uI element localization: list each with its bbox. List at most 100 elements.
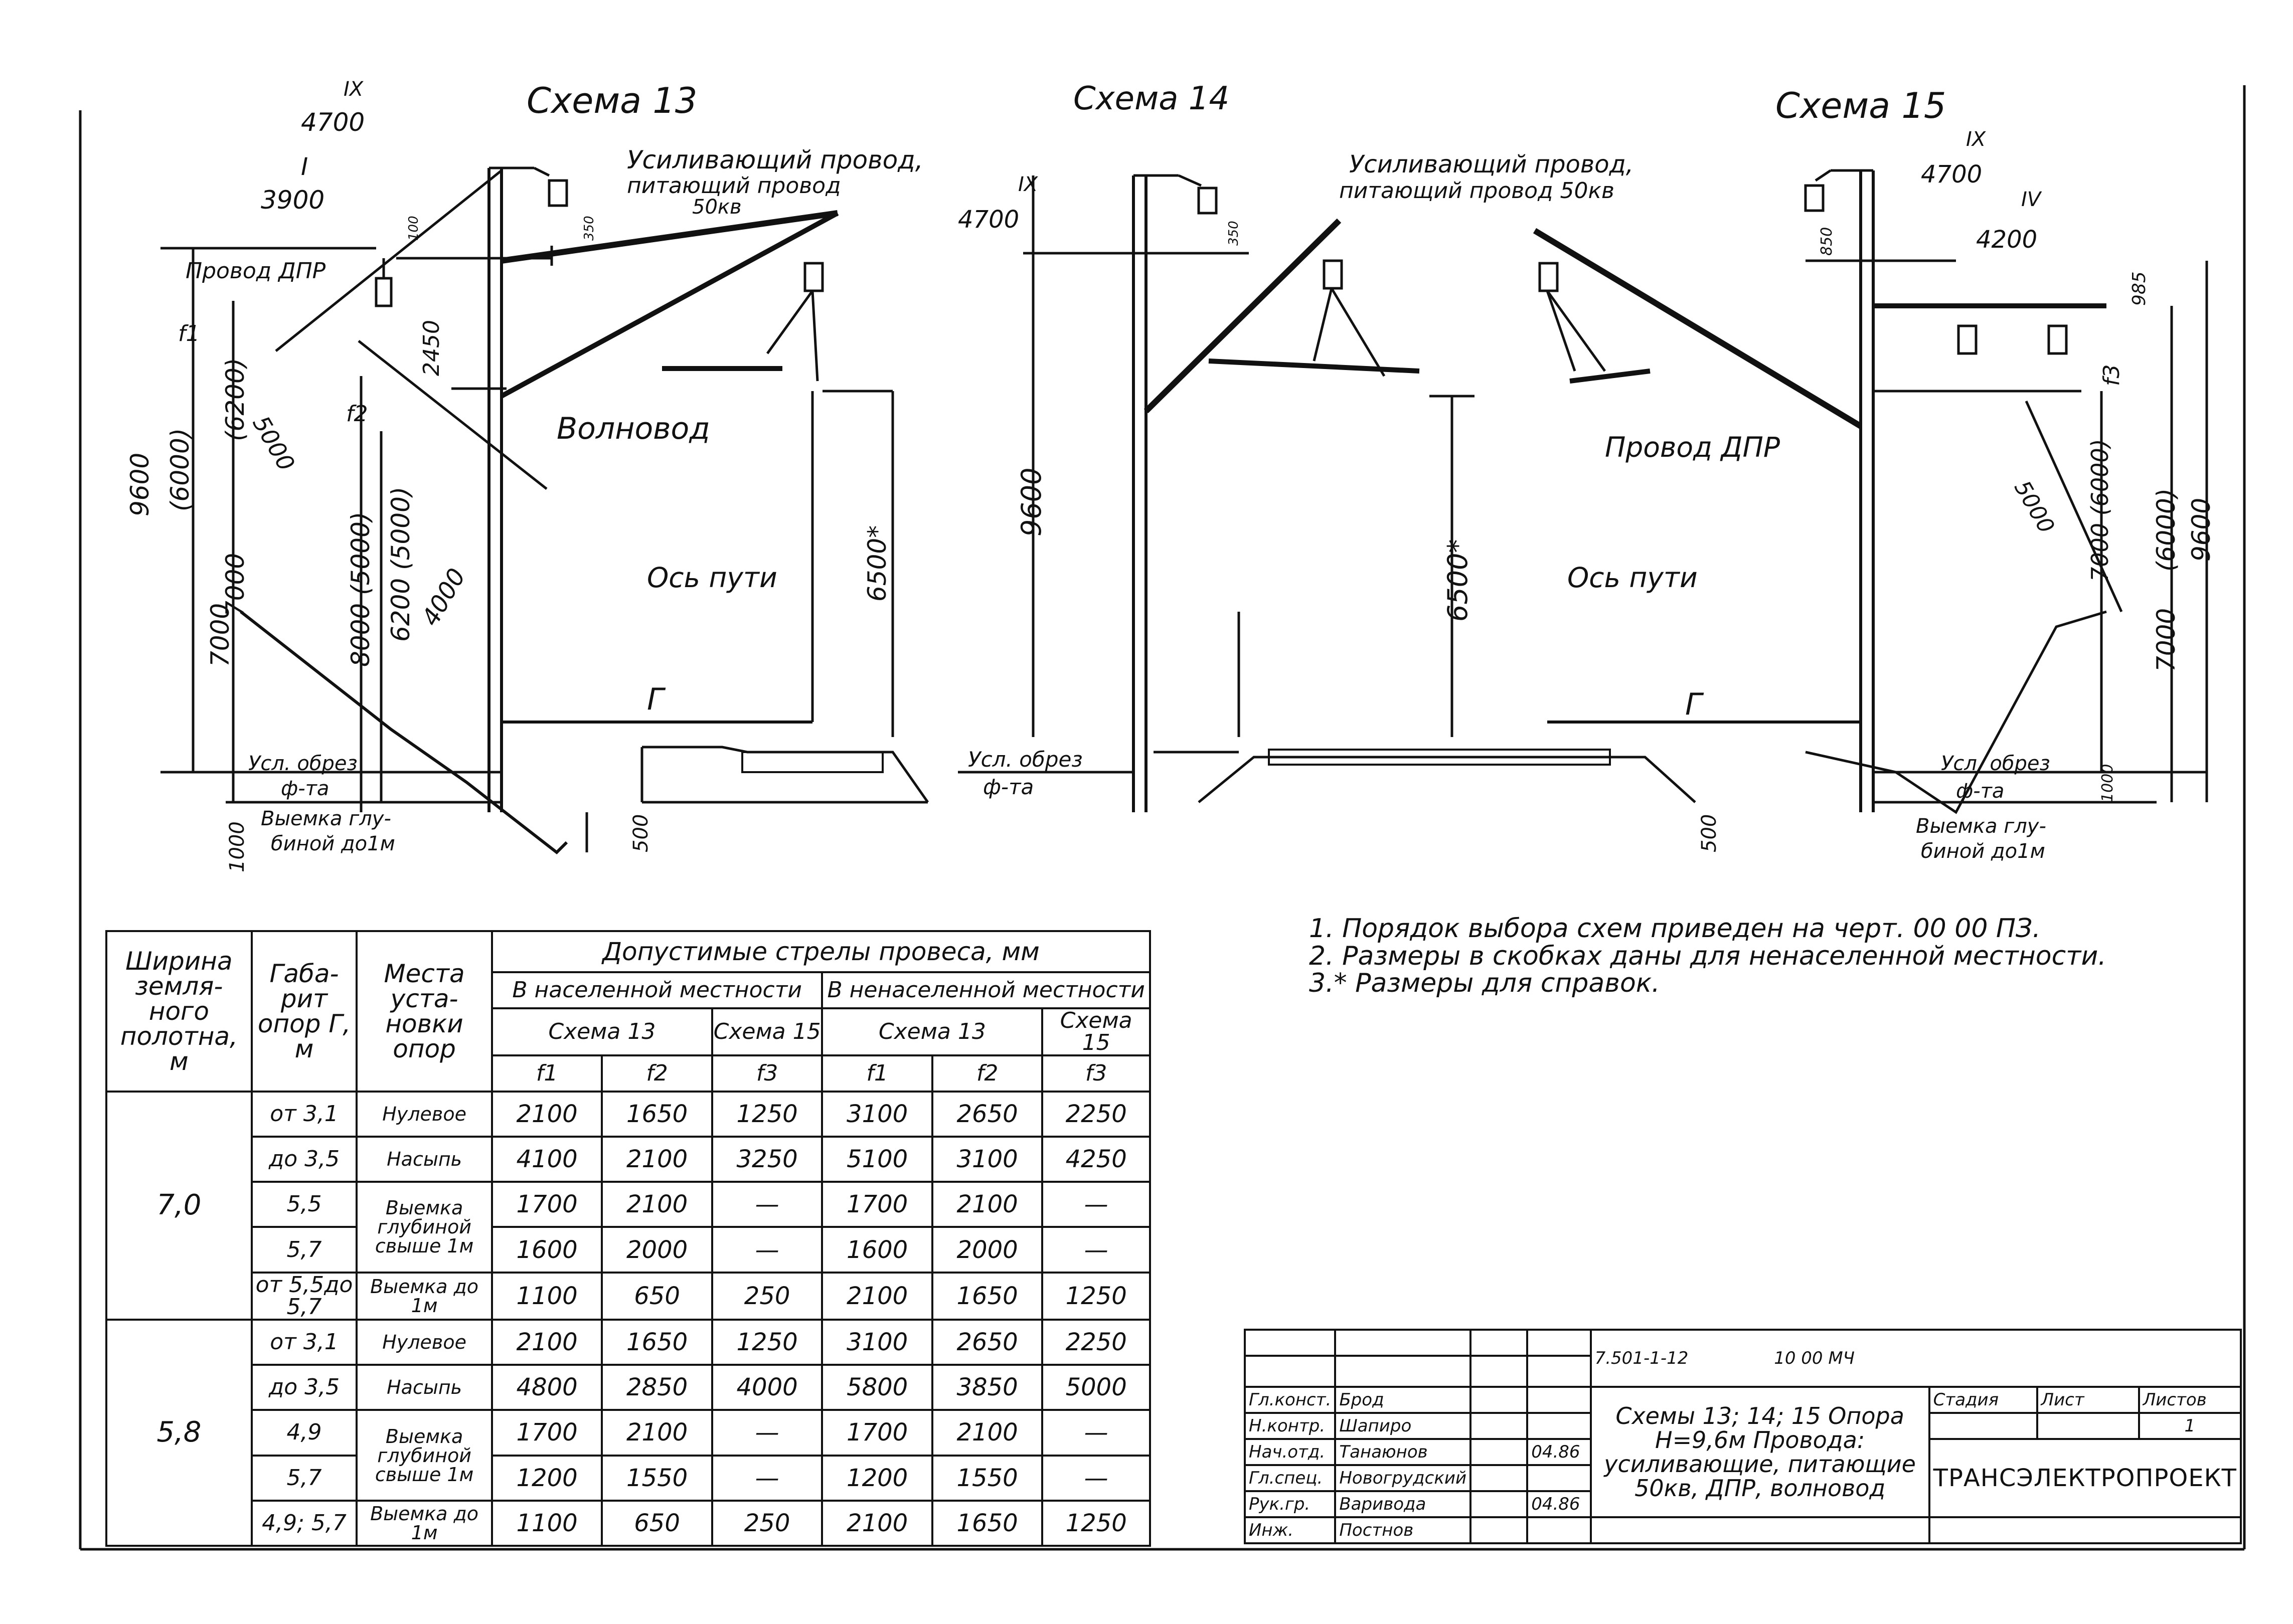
s13-waveguide: Волновод — [557, 411, 710, 446]
s13-f2: f2 — [346, 401, 368, 427]
name-4: Варивода — [1334, 1490, 1472, 1518]
s15-d7000b: 7000 (6000) — [2086, 439, 2113, 582]
s13-frac-num: IX — [344, 78, 364, 101]
name-0: Брод — [1334, 1386, 1472, 1414]
lists-count: 1 — [2138, 1412, 2242, 1440]
cell-gabarit: от 3,1 — [250, 1090, 358, 1138]
s13-d2450: 2450 — [419, 320, 444, 376]
s13-track-axis: Ось пути — [647, 562, 777, 594]
s13-d6200: (6200) — [221, 357, 250, 441]
cell-value: 2100 — [601, 1409, 713, 1457]
th-allowed: Допустимые стрелы провеса, мм — [490, 930, 1152, 973]
cell-value: 4100 — [490, 1136, 603, 1183]
note-3: 3.* Размеры для справок. — [1309, 968, 1660, 999]
cell-value: 1600 — [490, 1226, 603, 1274]
role-4: Рук.гр. — [1243, 1490, 1337, 1518]
cell-value: 1250 — [1041, 1271, 1151, 1321]
cell-value: 250 — [711, 1499, 824, 1547]
s13-dpr: Провод ДПР — [186, 258, 326, 284]
cell-value: 1250 — [1041, 1499, 1151, 1547]
scheme-14-title: Схема 14 — [1073, 80, 1230, 117]
cell-place: Нулевое — [356, 1090, 493, 1138]
cell-value: 5100 — [821, 1136, 933, 1183]
role-0: Гл.конст. — [1243, 1386, 1337, 1414]
cell-value: 3250 — [711, 1136, 824, 1183]
s15-frac-den: 4700 — [1921, 160, 1983, 189]
cell-gabarit: 4,9 — [250, 1409, 358, 1457]
cell-value: 2250 — [1041, 1090, 1151, 1138]
th-populated: В населенной местности — [490, 971, 824, 1009]
cell-value: — — [711, 1454, 824, 1502]
th-place: Места уста-новки опор — [356, 930, 493, 1093]
cell-value: 4800 — [490, 1364, 603, 1411]
s15-d985: 985 — [2129, 271, 2150, 306]
drawing-code: 7.501-1-12 10 00 МЧ — [1589, 1328, 2242, 1388]
name-1: Шапиро — [1334, 1412, 1472, 1440]
s14-reinforcing: Усиливающий провод, — [1349, 150, 1633, 178]
cell-value: 650 — [601, 1271, 713, 1321]
cell-value: 2100 — [490, 1318, 603, 1366]
role-3: Гл.спец. — [1243, 1464, 1337, 1493]
cell-value: 1250 — [711, 1318, 824, 1366]
scheme-13-title: Схема 13 — [527, 80, 698, 121]
cell-value: 1550 — [601, 1454, 713, 1502]
s15-frac-num: IX — [1966, 128, 1986, 151]
th-s15-unpop: Схема 15 — [1041, 1007, 1151, 1057]
s13-d9600: 9600 — [125, 452, 154, 516]
cell-value: 1700 — [490, 1409, 603, 1457]
cell-value: 1250 — [711, 1090, 824, 1138]
cell-value: 3100 — [821, 1318, 933, 1366]
s14-d6500: 6500* — [1442, 539, 1473, 622]
title-block: 7.501-1-12 10 00 МЧ Гл.конст. Брод Схемы… — [1243, 1328, 2242, 1545]
s14-d500: 500 — [1698, 814, 1721, 852]
scheme-15 — [1533, 169, 2208, 814]
cell-value: 650 — [601, 1499, 713, 1547]
cell-value: 1650 — [601, 1090, 713, 1138]
cell-value: — — [1041, 1226, 1151, 1274]
s13-d6000: (6000) — [166, 428, 195, 511]
s13-d8000: 8000 (5000) — [346, 511, 375, 667]
s13-reinforcing: Усиливающий провод, — [627, 145, 923, 174]
s13-base2: ф-та — [281, 777, 330, 800]
role-1: Н.контр. — [1243, 1412, 1337, 1440]
drawing-title: Схемы 13; 14; 15 Опора Н=9,6м Провода: у… — [1589, 1386, 1930, 1518]
s15-d850: 850 — [1818, 227, 1836, 256]
cell-value: 3850 — [931, 1364, 1044, 1411]
cell-value: 2850 — [601, 1364, 713, 1411]
s13-frac-den: 4700 — [301, 108, 365, 137]
cell-value: 1200 — [490, 1454, 603, 1502]
s14-base: Усл. обрез — [968, 747, 1083, 772]
s14-gamma: Г — [1685, 687, 1702, 722]
s13-d1000: 1000 — [226, 821, 249, 872]
s15-cut: Выемка глу- — [1916, 815, 2046, 838]
cell-value: 1600 — [821, 1226, 933, 1274]
s15-d7000: 7000 — [2152, 608, 2181, 672]
organization: ТРАНСЭЛЕКТРОПРОЕКТ — [1928, 1438, 2242, 1518]
cell-value: 1700 — [821, 1181, 933, 1228]
drawing-sheet-code: 10 00 МЧ — [1774, 1348, 1855, 1369]
th-width: Ширина земля-ного полотна, м — [105, 930, 253, 1093]
s14-track-axis: Ось пути — [1567, 562, 1698, 594]
cell-value: 2100 — [821, 1271, 933, 1321]
cell-gabarit: 5,5 — [250, 1181, 358, 1228]
th-s15-pop: Схема 15 — [711, 1007, 824, 1057]
cell-value: 2100 — [931, 1181, 1044, 1228]
cell-value: 1700 — [490, 1181, 603, 1228]
s15-dpr: Провод ДПР — [1605, 431, 1780, 463]
cell-value: 1650 — [601, 1318, 713, 1366]
date-1 — [1526, 1412, 1592, 1440]
s13-d500: 500 — [629, 814, 652, 852]
cell-place: Насыпь — [356, 1136, 493, 1183]
cell-value: 2100 — [601, 1136, 713, 1183]
cell-value: 1100 — [490, 1271, 603, 1321]
cell-place: Выемка до 1м — [356, 1271, 493, 1321]
lists-label: Листов — [2138, 1386, 2242, 1414]
s15-f3: f3 — [2099, 364, 2124, 386]
notes: 1. Порядок выбора схем приведен на черт.… — [1239, 915, 2192, 997]
